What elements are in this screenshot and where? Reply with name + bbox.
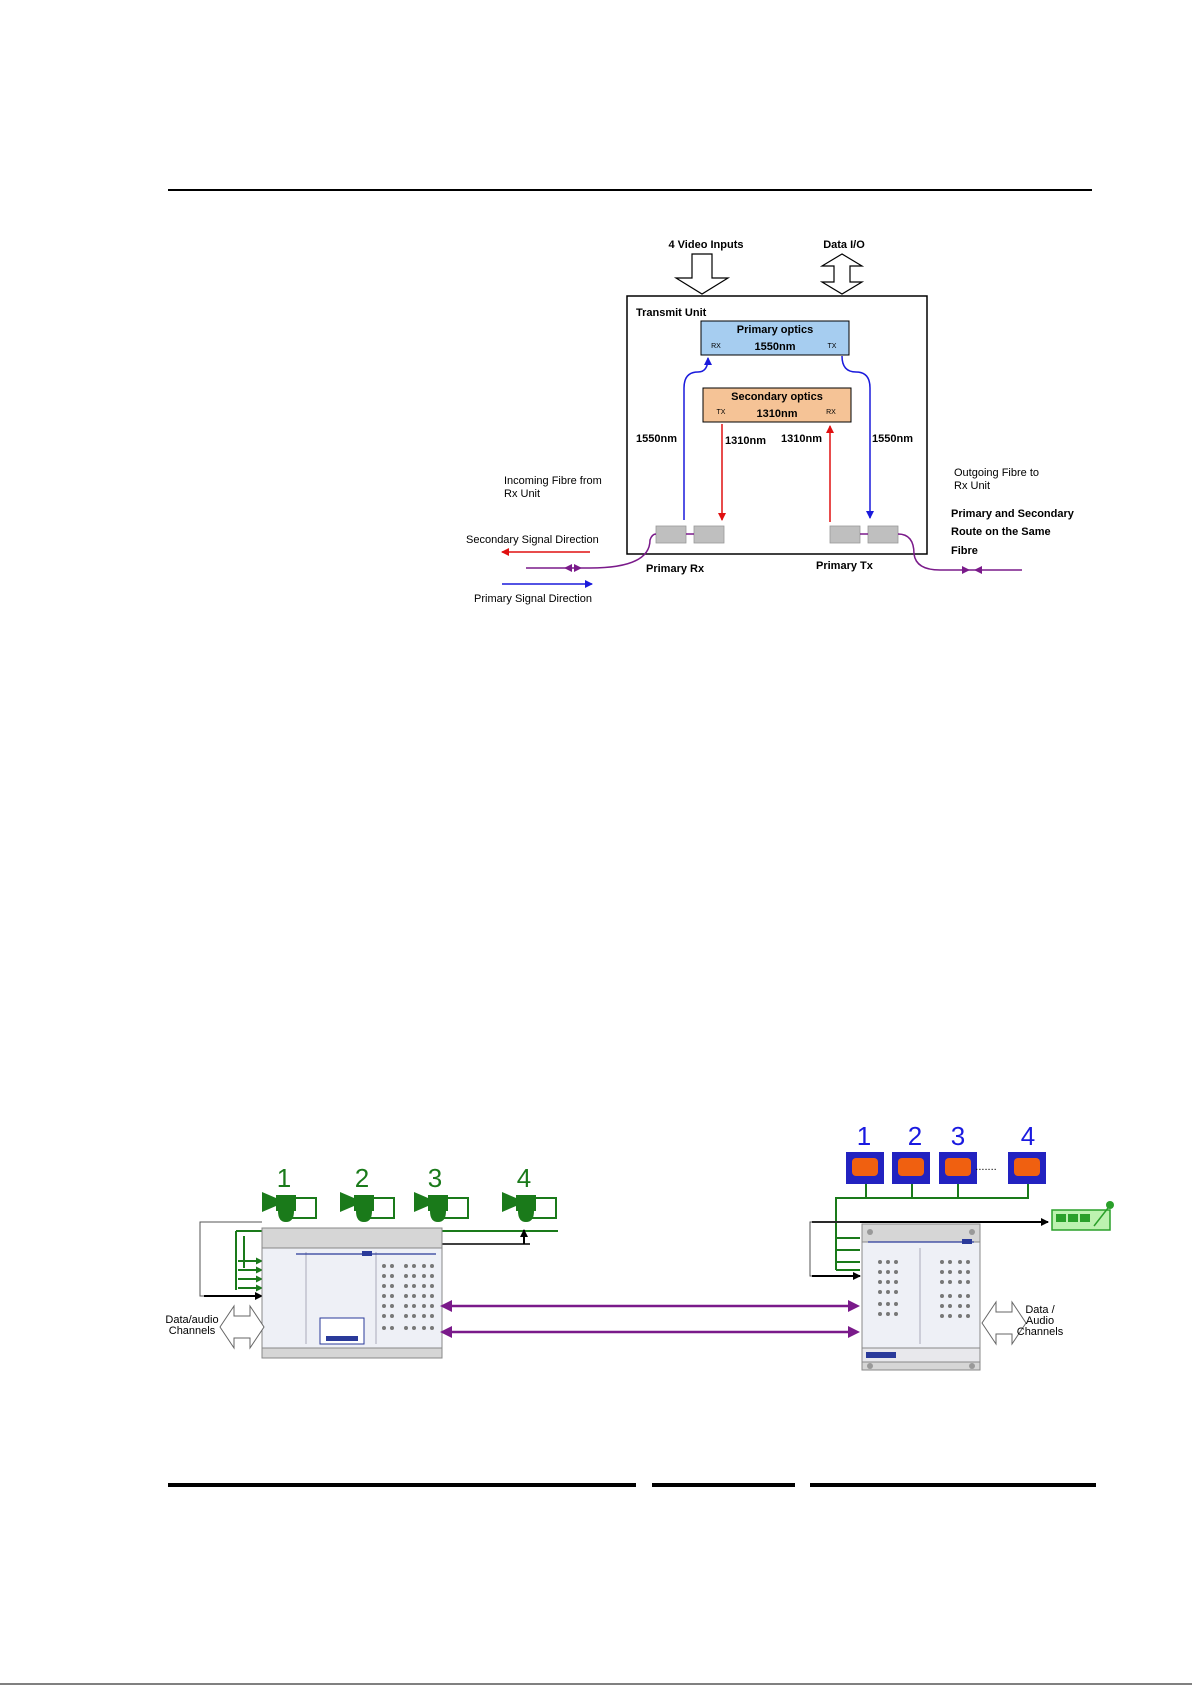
primary-rx-label: Primary Rx — [646, 563, 705, 575]
loop-line — [199, 1221, 264, 1297]
monitor-icon — [892, 1152, 930, 1184]
primary-tx-label: Primary Tx — [816, 560, 874, 572]
data-io-arrow — [819, 253, 865, 295]
fibre-link — [440, 1300, 860, 1312]
monitor-icon — [939, 1152, 977, 1184]
monitor-number-1: 1 — [857, 1121, 871, 1151]
right-channels-line3: Channels — [1017, 1326, 1064, 1338]
right-channels-line2: Audio — [1026, 1315, 1054, 1327]
monitor-number-3: 3 — [951, 1121, 965, 1151]
monitor-number-2: 2 — [908, 1121, 922, 1151]
transmit-unit-device — [261, 1227, 443, 1359]
outgoing-fibre-line2: Rx Unit — [954, 480, 990, 492]
camera-number-2: 2 — [355, 1163, 369, 1193]
incoming-fibre-line1: Incoming Fibre from — [504, 475, 602, 487]
monitor-wiring — [835, 1184, 1029, 1271]
primary-optics-wavelength: 1550nm — [755, 341, 796, 353]
camera-number-4: 4 — [517, 1163, 531, 1193]
same-route-line3: Fibre — [951, 545, 978, 557]
tx-coupler-a — [829, 525, 861, 544]
right-secondary-wavelength: 1310nm — [781, 433, 822, 445]
monitor-ellipsis: ....... — [975, 1161, 996, 1173]
monitor-number-4: 4 — [1021, 1121, 1035, 1151]
camera-icon — [340, 1192, 395, 1222]
camera-number-1: 1 — [277, 1163, 291, 1193]
secondary-tx-port: TX — [717, 409, 726, 416]
left-channels-line1: Data/audio — [165, 1314, 218, 1326]
video-inputs-label: 4 Video Inputs — [669, 239, 744, 251]
secondary-optics-title: Secondary optics — [731, 391, 823, 403]
left-channels-arrow — [219, 1304, 265, 1350]
camera-icon — [502, 1192, 557, 1222]
rx-coupler-a — [655, 525, 687, 544]
same-route-line2: Route on the Same — [951, 526, 1051, 538]
video-input-arrow — [673, 253, 731, 295]
secondary-optics-wavelength: 1310nm — [757, 408, 798, 420]
transmit-unit-box — [626, 295, 928, 555]
incoming-fibre-line — [526, 533, 657, 569]
primary-direction-label: Primary Signal Direction — [474, 593, 592, 605]
rx-coupler-b — [693, 525, 725, 544]
primary-optics-box — [700, 320, 850, 356]
monitor-icon — [846, 1152, 884, 1184]
monitor-icon — [1008, 1152, 1046, 1184]
transmit-unit-diagram: 4 Video Inputs Data I/O Transmit Unit Pr… — [466, 239, 1075, 605]
transmit-unit-label: Transmit Unit — [636, 307, 707, 319]
incoming-fibre-line2: Rx Unit — [504, 488, 540, 500]
camera-icon — [262, 1192, 317, 1222]
right-channels-line1: Data / — [1025, 1304, 1055, 1316]
secondary-rx-port: RX — [826, 409, 836, 416]
same-route-line1: Primary and Secondary — [951, 508, 1075, 520]
outgoing-fibre-line — [897, 533, 1022, 571]
left-secondary-wavelength: 1310nm — [725, 435, 766, 447]
left-channels-line2: Channels — [169, 1325, 216, 1337]
system-diagram: 1 2 3 4 — [165, 1121, 1114, 1371]
left-primary-wavelength: 1550nm — [636, 433, 677, 445]
outgoing-fibre-line1: Outgoing Fibre to — [954, 467, 1039, 479]
fibre-link — [440, 1326, 860, 1338]
right-primary-wavelength: 1550nm — [872, 433, 913, 445]
data-io-label: Data I/O — [823, 239, 865, 251]
ptz-controller-icon — [1051, 1201, 1114, 1231]
primary-tx-port: TX — [828, 343, 837, 350]
primary-rx-path — [683, 357, 712, 520]
receive-unit-device — [861, 1223, 981, 1371]
camera-input-lines — [235, 1231, 263, 1292]
primary-optics-title: Primary optics — [737, 324, 813, 336]
secondary-optics-box — [702, 387, 852, 423]
camera-icon — [414, 1192, 469, 1222]
secondary-direction-label: Secondary Signal Direction — [466, 534, 599, 546]
right-channels-arrow — [981, 1300, 1027, 1346]
primary-tx-path — [841, 355, 874, 519]
primary-rx-port: RX — [711, 343, 721, 350]
camera-number-3: 3 — [428, 1163, 442, 1193]
tx-coupler-b — [867, 525, 899, 544]
